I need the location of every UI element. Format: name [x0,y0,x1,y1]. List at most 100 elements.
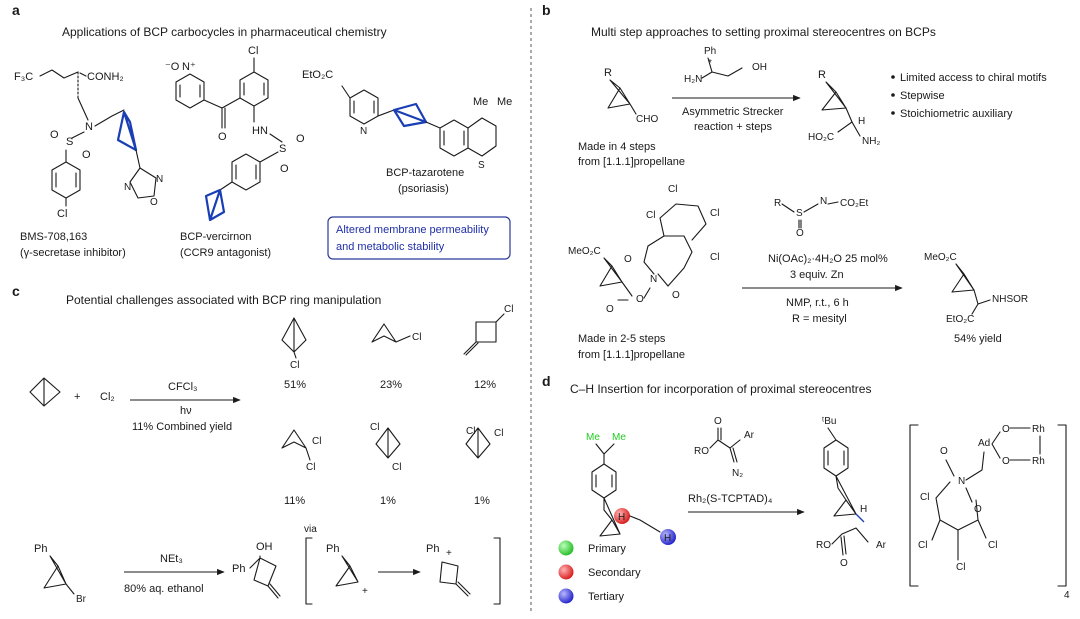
svg-text:Br: Br [76,594,87,605]
bms-708163-structure: F₃C CONH₂ N S O O Cl N N O BMS-708,163 [14,69,163,259]
legend-primary: Primary [588,543,626,555]
svg-text:O: O [82,149,91,161]
svg-text:N: N [958,476,965,487]
svg-text:RO: RO [816,540,831,551]
svg-text:Cl: Cl [412,332,421,343]
svg-text:Cl: Cl [312,436,321,447]
svg-text:O: O [606,304,614,315]
svg-text:O: O [624,254,632,265]
legend-tertiary-icon [558,588,574,604]
svg-text:O: O [974,504,982,515]
svg-text:CFCl₃: CFCl₃ [168,381,198,393]
svg-text:CONH₂: CONH₂ [87,71,124,83]
svg-text:Made in 2-5 steps: Made in 2-5 steps [578,333,666,345]
svg-text:HO₂C: HO₂C [808,132,834,143]
panel-d: d C–H Insertion for incorporation of pro… [542,373,1070,604]
legend-secondary: Secondary [588,567,641,579]
svg-text:CO₂Et: CO₂Et [840,198,869,209]
svg-text:Ph: Ph [34,543,47,555]
compound2-desc: (CCR9 antagonist) [180,247,271,259]
product-c1 [281,317,307,359]
svg-text:Rh: Rh [1032,456,1045,467]
svg-text:Cl: Cl [504,304,513,315]
panel-b: b Multi step approaches to setting proxi… [542,2,1047,361]
panel-a: a Applications of BCP carbocycles in pha… [12,2,512,260]
svg-text:Cl: Cl [646,210,655,221]
bcp-amino-acid [821,81,853,123]
svg-text:Cl: Cl [466,426,475,437]
svg-text:O: O [840,558,848,569]
svg-text:Asymmetric Strecker: Asymmetric Strecker [682,106,784,118]
svg-text:R: R [604,67,612,79]
svg-text:N⁺: N⁺ [182,61,196,73]
svg-text:N: N [156,174,163,185]
svg-text:Cl: Cl [392,462,401,473]
svg-text:H: H [664,533,671,544]
svg-text:O: O [296,133,305,145]
legend-tertiary: Tertiary [588,591,625,603]
svg-text:Me: Me [497,96,512,108]
svg-text:RO: RO [694,446,709,457]
svg-text:O: O [796,228,804,239]
svg-text:51%: 51% [284,379,306,391]
compound3-name: BCP-tazarotene [386,167,464,179]
product-c4 [281,429,311,461]
svg-text:O: O [50,129,59,141]
svg-text:O: O [280,163,289,175]
svg-text:54% yield: 54% yield [954,333,1002,345]
svg-text:Me: Me [612,432,626,443]
svg-text:R = mesityl: R = mesityl [792,313,847,325]
bcp-vercirnon-structure: ⁻O N⁺ O Cl HN S O O [165,45,305,259]
svg-text:NH₂: NH₂ [862,136,880,147]
insertion-product [823,439,849,477]
compound1-desc: (γ-secretase inhibitor) [20,247,126,259]
svg-text:MeO₂C: MeO₂C [568,246,601,257]
svg-text:Cl₂: Cl₂ [100,391,115,403]
svg-text:Ni(OAc)₂·4H₂O 25 mol%: Ni(OAc)₂·4H₂O 25 mol% [768,253,888,265]
svg-text:reaction + steps: reaction + steps [694,121,772,133]
svg-text:Ar: Ar [876,540,887,551]
svg-text:1%: 1% [380,495,396,507]
panel-c-letter: c [12,283,20,299]
svg-text:EtO₂C: EtO₂C [302,69,333,81]
svg-text:OH: OH [256,541,273,553]
svg-text:MeO₂C: MeO₂C [924,252,957,263]
panel-d-letter: d [542,373,551,389]
svg-text:O: O [940,446,948,457]
svg-text:O: O [1002,456,1010,467]
compound1-name: BMS-708,163 [20,231,87,243]
svg-text:Rh: Rh [1032,424,1045,435]
svg-text:Cl: Cl [370,422,379,433]
svg-text:Ar: Ar [744,430,755,441]
tert-butylphenyl-substrate [591,463,617,499]
svg-text:S: S [279,143,286,155]
panel-a-letter: a [12,2,20,18]
svg-text:Cl: Cl [710,252,719,263]
svg-text:NHSOR: NHSOR [992,294,1028,305]
cyclobutanol-product [249,555,281,599]
panel-c: c Potential challenges associated with B… [12,283,513,605]
svg-text:H: H [860,504,867,515]
svg-text:Cl: Cl [57,208,67,220]
svg-text:N₂: N₂ [732,468,743,479]
svg-text:O: O [672,290,680,301]
legend: Primary Secondary Tertiary [558,540,641,604]
svg-text:HN: HN [252,125,268,137]
bullet-item: Stoichiometric auxiliary [900,108,1013,120]
bullet-item: Stepwise [900,90,945,102]
svg-text:Me: Me [473,96,488,108]
svg-text:23%: 23% [380,379,402,391]
svg-text:OH: OH [752,62,767,73]
svg-text:Made in 4 steps: Made in 4 steps [578,141,656,153]
svg-text:+: + [74,391,80,403]
svg-text:Cl: Cl [290,360,299,371]
svg-text:O: O [218,131,227,143]
svg-text:11% Combined yield: 11% Combined yield [132,421,232,433]
svg-text:1%: 1% [474,495,490,507]
svg-text:Ph: Ph [232,563,245,575]
compound2-name: BCP-vercirnon [180,231,252,243]
svg-text:+: + [362,586,368,597]
svg-text:R: R [774,198,781,209]
bcp-redox-ester [599,257,633,297]
